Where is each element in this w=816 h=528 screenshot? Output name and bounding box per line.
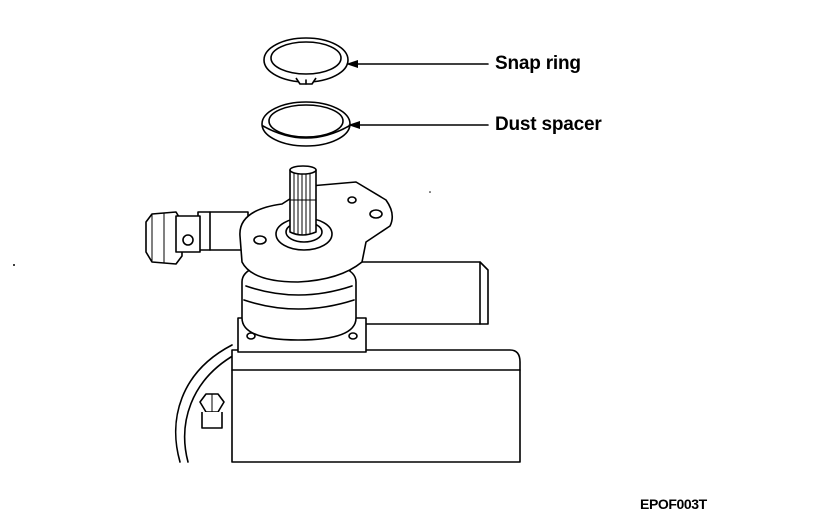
side-fitting [145,211,249,265]
snap-ring-leader [346,60,489,68]
splined-shaft [289,165,317,236]
hex-bolt [199,393,225,429]
scan-speck [429,191,431,193]
motor-housing [174,344,521,463]
dust-spacer-leader [348,121,489,129]
snap-ring [263,37,349,85]
snap-ring-label: Snap ring [495,53,581,74]
scan-speck [13,264,15,266]
figure-code: EPOF003T [640,496,707,512]
dust-spacer [261,101,351,147]
dust-spacer-label: Dust spacer [495,114,602,135]
rear-block [349,261,489,325]
